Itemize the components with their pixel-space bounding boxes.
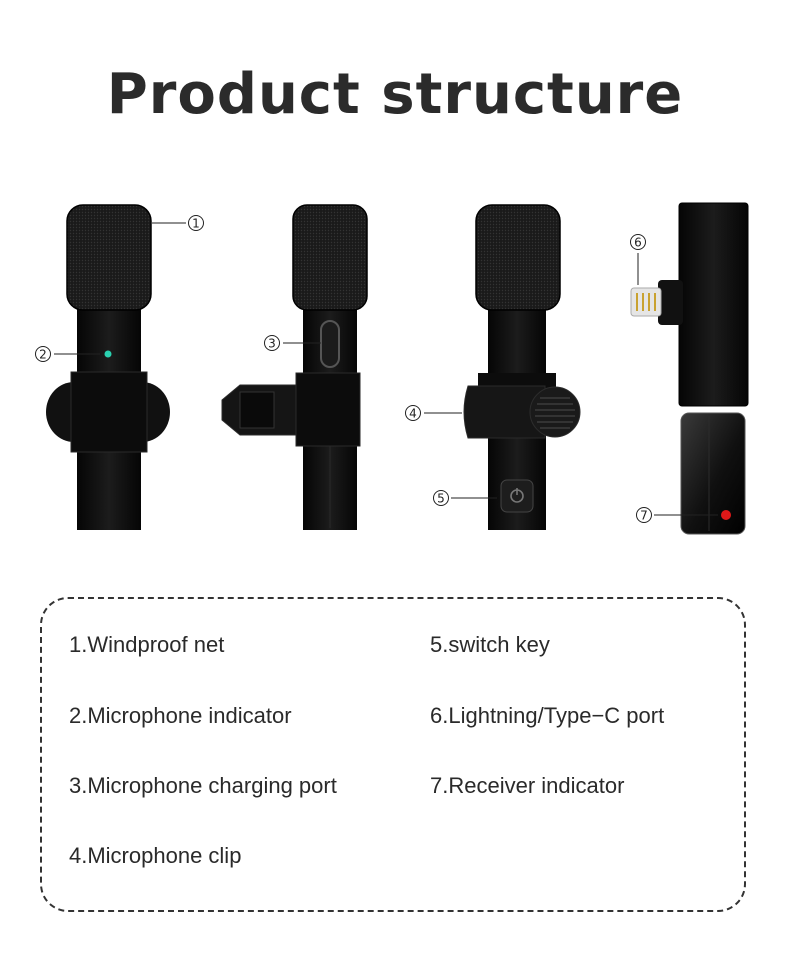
callout-5-badge xyxy=(433,490,449,506)
microphone-back-view xyxy=(463,204,581,530)
receiver xyxy=(630,202,749,535)
callout-4: 4 xyxy=(409,407,417,421)
windproof-net xyxy=(66,204,152,311)
page-title: Product structure xyxy=(106,62,684,127)
callout-7-badge xyxy=(636,507,652,523)
receiver-indicator-light xyxy=(721,510,731,520)
legend-item-charging-port: 3.Microphone charging port xyxy=(69,773,337,798)
callout-2: 2 xyxy=(39,348,47,362)
callout-2-badge xyxy=(35,346,51,362)
legend-item-windproof-net: 1.Windproof net xyxy=(69,632,225,657)
switch-key xyxy=(500,479,534,513)
callout-1: 1 xyxy=(192,217,200,231)
legend-item-switch-key: 5.switch key xyxy=(430,632,550,657)
callout-4-badge xyxy=(405,405,421,421)
legend-item-microphone-indicator: 2.Microphone indicator xyxy=(69,703,292,728)
charging-port xyxy=(320,320,340,368)
microphone-indicator-light xyxy=(104,350,112,358)
legend-item-lightning-port: 6.Lightning/Type−C port xyxy=(430,703,665,728)
callout-6-badge xyxy=(630,234,646,250)
callout-7: 7 xyxy=(640,509,648,523)
callout-6: 6 xyxy=(634,236,642,250)
legend-box xyxy=(40,597,746,912)
microphone-front-view xyxy=(46,204,170,530)
callout-3-badge xyxy=(264,335,280,351)
microphone-clip xyxy=(463,385,546,439)
callout-5: 5 xyxy=(437,492,445,506)
clip-front xyxy=(70,371,148,453)
lightning-connector xyxy=(630,287,662,317)
product-diagram: 1 2 3 4 5 6 7 xyxy=(35,202,749,535)
callout-3: 3 xyxy=(268,337,276,351)
legend-item-microphone-clip: 4.Microphone clip xyxy=(69,843,242,868)
legend-item-receiver-indicator: 7.Receiver indicator xyxy=(430,773,625,798)
microphone-side-view xyxy=(221,204,368,530)
callout-1-badge xyxy=(188,215,204,231)
